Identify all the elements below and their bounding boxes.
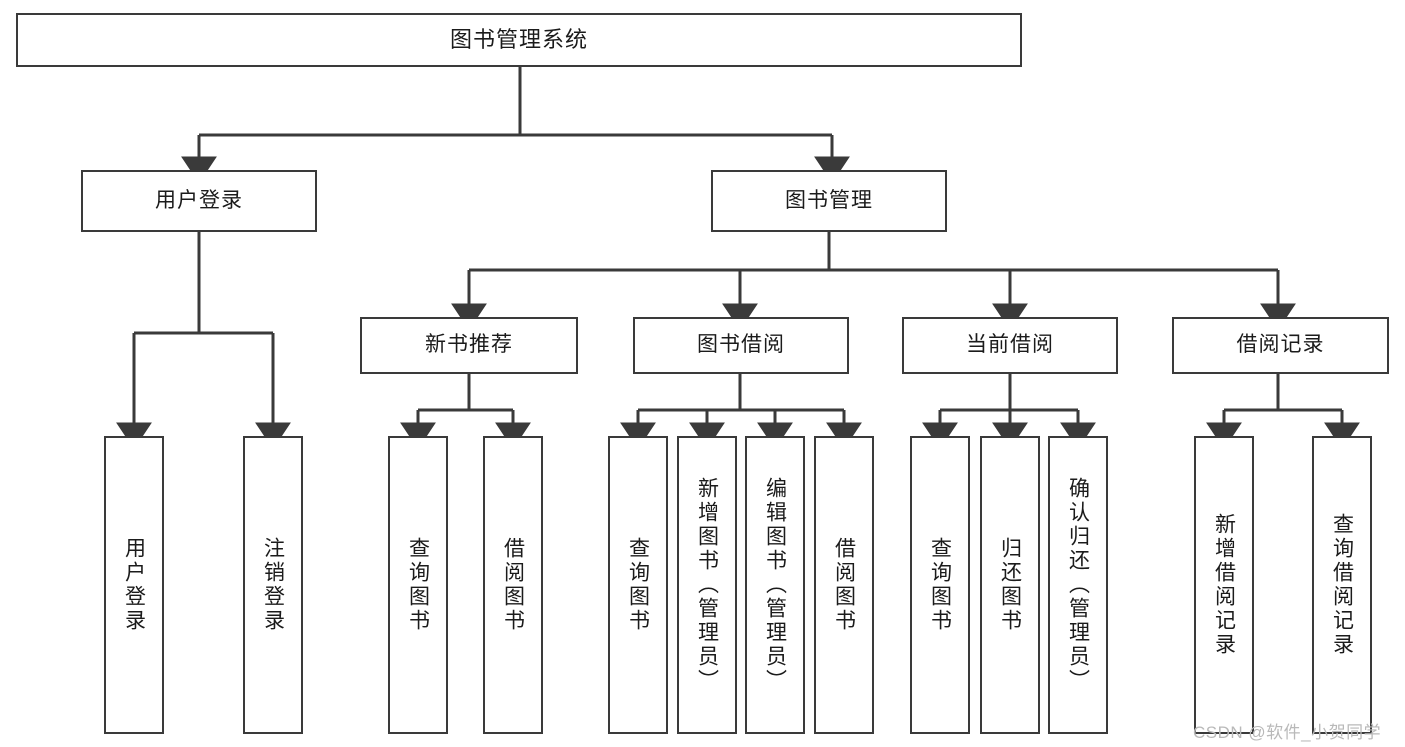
node-leaf-add-book-label: 新增图书（管理员） (695, 477, 719, 693)
node-leaf-user-login[interactable]: 用户登录 (104, 436, 164, 734)
node-leaf-confirm-return[interactable]: 确认归还（管理员） (1048, 436, 1108, 734)
node-leaf-return-book-label: 归还图书 (998, 537, 1022, 633)
node-leaf-confirm-return-label: 确认归还（管理员） (1066, 477, 1090, 693)
node-leaf-borrow-book-1[interactable]: 借阅图书 (483, 436, 543, 734)
node-leaf-logout-label: 注销登录 (261, 537, 285, 633)
node-root-label: 图书管理系统 (449, 27, 588, 53)
node-new-book-recommend-label: 新书推荐 (425, 333, 513, 357)
node-book-manage[interactable]: 图书管理 (711, 170, 947, 232)
node-leaf-query-book-1[interactable]: 查询图书 (388, 436, 448, 734)
node-leaf-user-login-label: 用户登录 (122, 537, 146, 633)
node-leaf-borrow-book-1-label: 借阅图书 (501, 537, 525, 633)
node-book-manage-label: 图书管理 (785, 188, 873, 212)
node-new-book-recommend[interactable]: 新书推荐 (360, 317, 578, 374)
node-leaf-borrow-book-2-label: 借阅图书 (832, 537, 856, 633)
node-leaf-edit-book[interactable]: 编辑图书（管理员） (745, 436, 805, 734)
node-leaf-edit-book-label: 编辑图书（管理员） (763, 477, 787, 693)
node-borrow-record[interactable]: 借阅记录 (1172, 317, 1389, 374)
node-leaf-add-record-label: 新增借阅记录 (1212, 513, 1236, 657)
node-leaf-query-book-2[interactable]: 查询图书 (608, 436, 668, 734)
watermark: CSDN @软件_小贺同学 (1193, 723, 1382, 742)
node-leaf-query-book-1-label: 查询图书 (406, 537, 430, 633)
node-leaf-query-book-3[interactable]: 查询图书 (910, 436, 970, 734)
node-leaf-query-book-2-label: 查询图书 (626, 537, 650, 633)
node-leaf-add-book[interactable]: 新增图书（管理员） (677, 436, 737, 734)
node-root[interactable]: 图书管理系统 (16, 13, 1022, 67)
node-leaf-query-record[interactable]: 查询借阅记录 (1312, 436, 1372, 734)
node-leaf-logout[interactable]: 注销登录 (243, 436, 303, 734)
node-borrow-record-label: 借阅记录 (1236, 333, 1325, 357)
node-user-login[interactable]: 用户登录 (81, 170, 317, 232)
node-user-login-label: 用户登录 (155, 188, 243, 212)
node-book-borrow-label: 图书借阅 (697, 333, 785, 357)
node-book-borrow[interactable]: 图书借阅 (633, 317, 849, 374)
node-leaf-return-book[interactable]: 归还图书 (980, 436, 1040, 734)
node-leaf-add-record[interactable]: 新增借阅记录 (1194, 436, 1254, 734)
node-leaf-query-record-label: 查询借阅记录 (1330, 513, 1354, 657)
node-leaf-borrow-book-2[interactable]: 借阅图书 (814, 436, 874, 734)
node-leaf-query-book-3-label: 查询图书 (928, 537, 952, 633)
node-current-borrow[interactable]: 当前借阅 (902, 317, 1118, 374)
node-current-borrow-label: 当前借阅 (966, 333, 1054, 357)
